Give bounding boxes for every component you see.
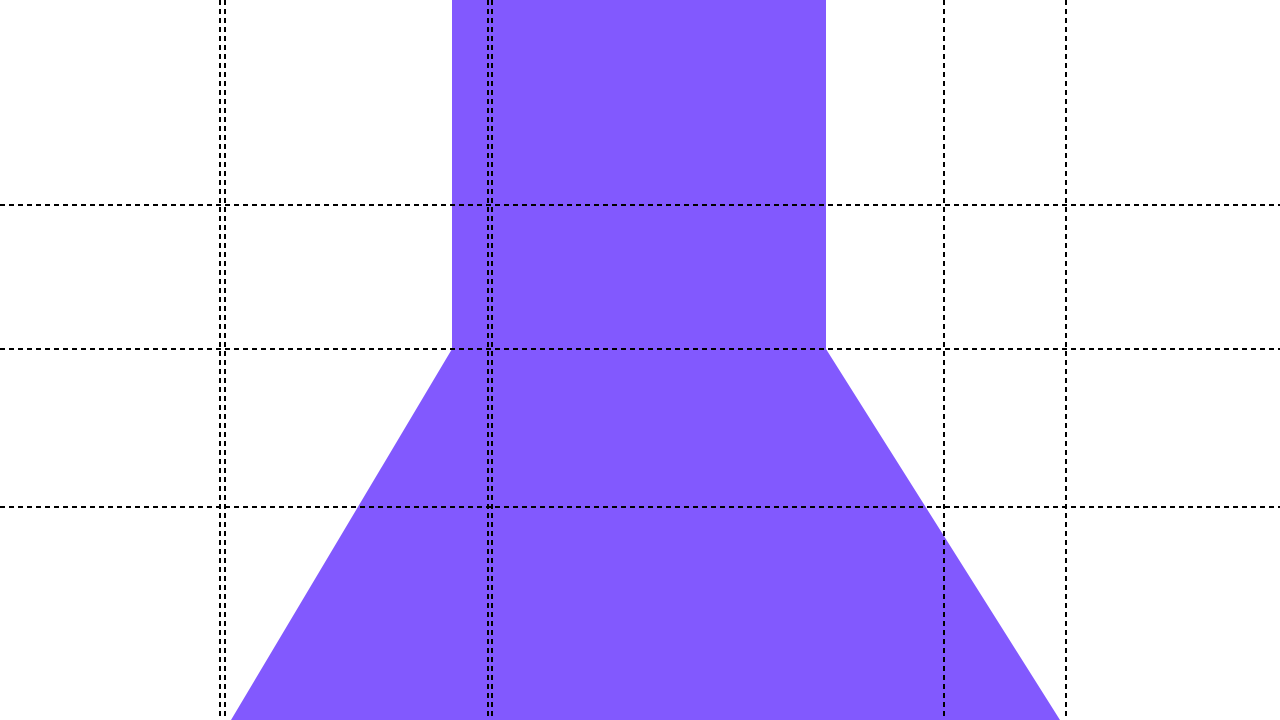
funnel-shape [231,0,1060,720]
